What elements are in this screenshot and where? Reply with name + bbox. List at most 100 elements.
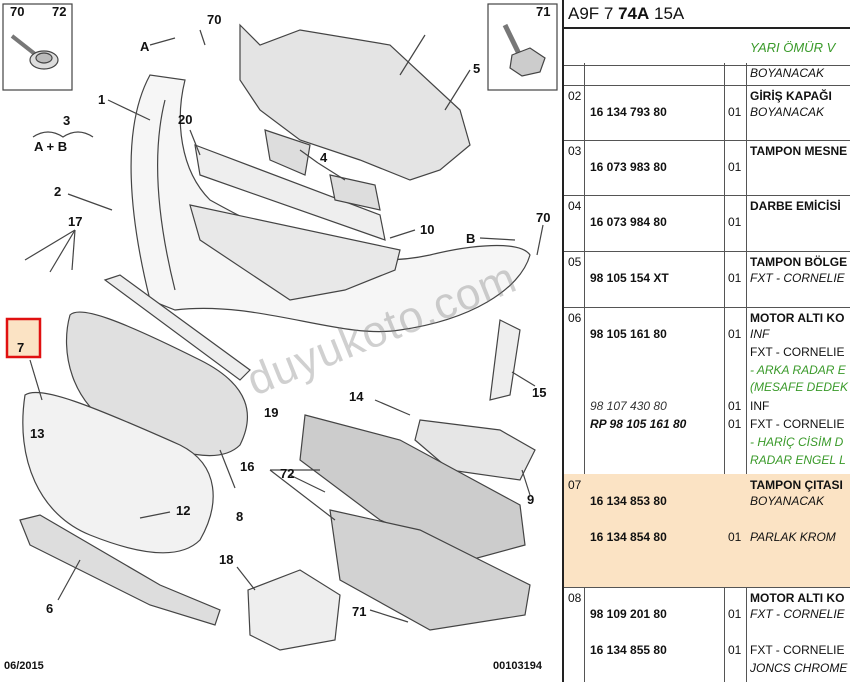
row-position: 04	[568, 199, 582, 213]
row-position: 05	[568, 255, 582, 269]
row-reference: 16 134 793 80	[590, 105, 667, 119]
row-reference: 98 105 154 XT	[590, 271, 669, 285]
callout-label: 6	[46, 601, 53, 616]
row-description: PARLAK KROM	[750, 530, 836, 544]
callout-label: A + B	[34, 139, 67, 154]
screw-box-right	[487, 3, 558, 91]
callout-label: 70	[536, 210, 550, 225]
upper-absorber-part	[239, 23, 471, 181]
table-header: A9F 7 74A 15A	[564, 0, 850, 29]
row-reference: RP 98 105 161 80	[590, 417, 687, 431]
callout-label: 10	[420, 222, 434, 237]
col-divider	[724, 63, 725, 682]
callout-label: 72	[280, 466, 294, 481]
row-reference: 98 109 201 80	[590, 607, 667, 621]
clip-kit-part	[247, 569, 341, 651]
row-title: DARBE EMİCİSİ	[750, 199, 841, 213]
row-description: FXT - CORNELIE	[750, 607, 845, 621]
bumper-main-part	[130, 74, 531, 333]
row-quantity: 01	[728, 327, 742, 341]
col-divider	[584, 63, 585, 682]
callout-label: 18	[219, 552, 233, 567]
under-shield-lower-part	[329, 509, 531, 631]
row-note: RADAR ENGEL L	[750, 453, 846, 467]
row-title: TAMPON ÇITASI	[750, 478, 843, 492]
row-quantity: 01	[728, 399, 742, 413]
row-description: JONCS CHROME	[750, 661, 848, 675]
callout-label: 4	[320, 150, 328, 165]
inner-grille-part	[189, 204, 401, 301]
table-row: 04 DARBE EMİCİSİ 16 073 984 80 01	[564, 195, 850, 252]
brace-mark	[32, 131, 94, 138]
callout-label: 3	[63, 113, 70, 128]
row-quantity: 01	[728, 215, 742, 229]
row-note: (MESAFE DEDEK	[750, 380, 849, 394]
row-position: 07	[568, 478, 582, 492]
callout-label: 14	[349, 389, 364, 404]
row-reference: 16 134 855 80	[590, 643, 667, 657]
row-note: - HARİÇ CİSİM D	[750, 435, 844, 449]
row-quantity: 01	[728, 530, 742, 544]
callout-label: 16	[240, 459, 254, 474]
row-position: 02	[568, 89, 582, 103]
callout-label: 7	[17, 340, 24, 355]
footer-date: 06/2015	[4, 660, 44, 672]
row-title: TAMPON MESNE	[750, 144, 848, 158]
row-quantity: 01	[728, 643, 742, 657]
row-title: GİRİŞ KAPAĞI	[750, 89, 832, 103]
upper-grille-part	[194, 144, 386, 241]
row-title: MOTOR ALTI KO	[750, 591, 845, 605]
row-quantity: 01	[728, 105, 742, 119]
callout-label: 2	[54, 184, 61, 199]
callout-label: 17	[68, 214, 82, 229]
row-description: INF	[750, 327, 770, 341]
row-reference: 16 134 854 80	[590, 530, 667, 544]
callout-label: 15	[532, 385, 546, 400]
callout-label: A	[140, 39, 150, 54]
callout-label: 13	[30, 426, 44, 441]
row-description: FXT - CORNELIE	[750, 417, 845, 431]
callout-label: 1	[98, 92, 105, 107]
screw-70-72-icon	[10, 34, 59, 70]
row-position: 03	[568, 144, 582, 158]
row-quantity: 01	[728, 417, 742, 431]
highlight-box	[5, 317, 42, 359]
callout-label: 71	[352, 604, 366, 619]
row-description: BOYANACAK	[750, 105, 825, 119]
row-note: - ARKA RADAR E	[750, 363, 846, 377]
side-piece-part	[489, 319, 521, 401]
callout-label: 12	[176, 503, 190, 518]
callout-label: 71	[536, 4, 550, 19]
callout-label: 20	[178, 112, 192, 127]
callout-label: 70	[207, 12, 221, 27]
table-row: 02 GİRİŞ KAPAĞI 16 134 793 80 01 BOYANACAK	[564, 85, 850, 141]
footer-code: 00103194	[493, 660, 542, 672]
bracket-part-4b	[329, 174, 381, 211]
callout-label: B	[466, 231, 475, 246]
row-reference: 98 105 161 80	[590, 327, 667, 341]
row-quantity: 01	[728, 271, 742, 285]
row-reference: 16 073 984 80	[590, 215, 667, 229]
callout-label: 72	[52, 4, 66, 19]
row-reference: 16 073 983 80	[590, 160, 667, 174]
row-reference: 16 134 853 80	[590, 494, 667, 508]
row-description: FXT - CORNELIE	[750, 643, 845, 657]
row-quantity: 01	[728, 607, 742, 621]
callout-label: 70	[10, 4, 24, 19]
row-description: FXT - CORNELIE	[750, 345, 845, 359]
row-position: 08	[568, 591, 582, 605]
trim-strip-part	[103, 274, 251, 381]
row-title: TAMPON BÖLGE	[750, 255, 848, 269]
row-position: 06	[568, 311, 582, 325]
callout-label: 8	[236, 509, 243, 524]
callout-label: 5	[473, 61, 480, 76]
row-description: INF	[750, 399, 770, 413]
